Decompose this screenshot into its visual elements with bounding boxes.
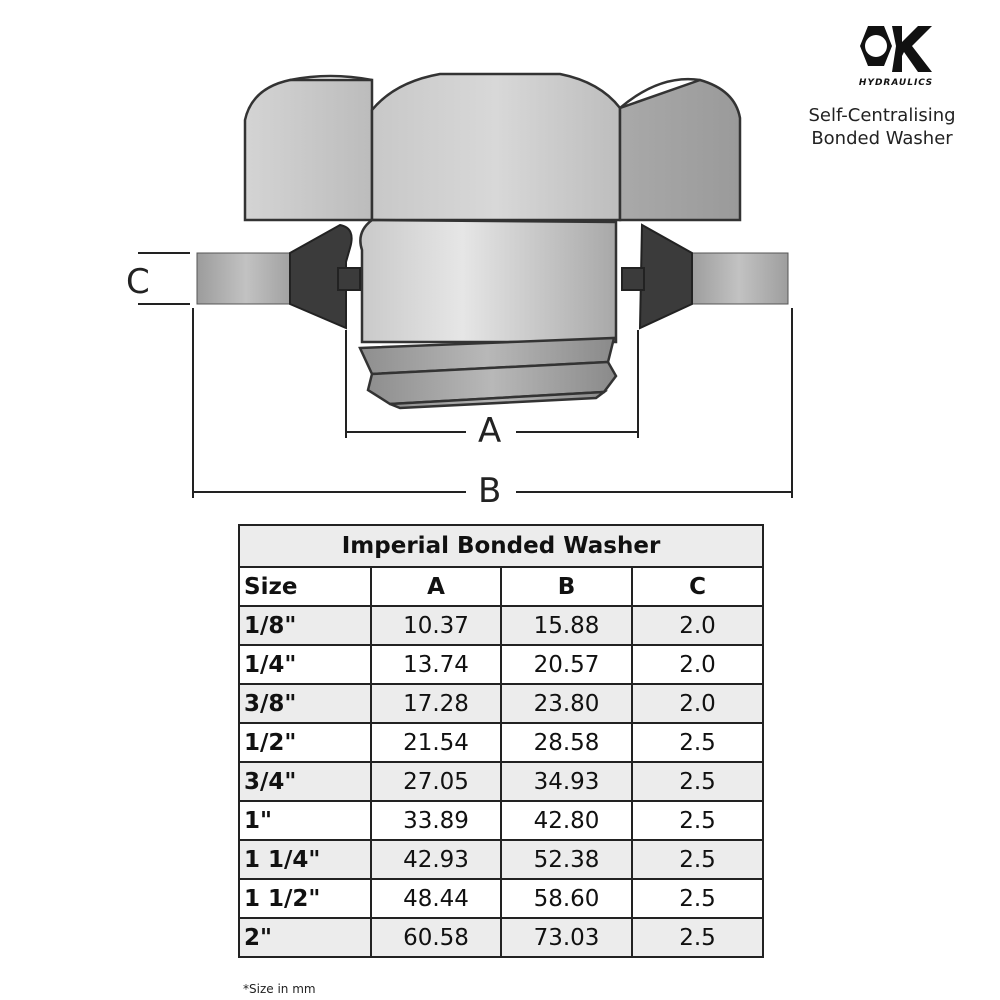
hex-face-right <box>618 78 742 222</box>
cell-b: 52.38 <box>500 839 633 880</box>
cell-size: 1/2" <box>238 722 372 763</box>
bonded-washer-diagram: C A B <box>126 72 793 511</box>
cell-size: 2" <box>238 917 372 958</box>
bolt-thread <box>358 336 618 410</box>
size-unit-footnote: *Size in mm <box>243 982 316 996</box>
cell-b: 73.03 <box>500 917 633 958</box>
hex-face-middle <box>370 72 622 222</box>
dimension-label-b: B <box>478 471 501 511</box>
cell-c: 2.0 <box>630 605 765 646</box>
cell-size: 3/8" <box>238 683 372 724</box>
rubber-seal-left <box>289 223 361 330</box>
hex-head <box>243 72 742 222</box>
cell-size: 1/4" <box>238 644 372 685</box>
cell-size: 3/4" <box>238 761 372 802</box>
dimension-label-a: A <box>478 411 501 451</box>
hex-face-left <box>243 78 374 222</box>
cell-c: 2.5 <box>630 878 765 919</box>
product-caption: Self-Centralising Bonded Washer <box>790 104 974 150</box>
ok-hydraulics-logo-icon <box>860 26 932 72</box>
cell-size: 1" <box>238 800 372 841</box>
cell-b: 58.60 <box>500 878 633 919</box>
cell-c: 2.5 <box>630 761 765 802</box>
cell-size: 1 1/2" <box>238 878 372 919</box>
cell-c: 2.5 <box>630 722 765 763</box>
size-table: Imperial Bonded Washer Size A B C 1/8"10… <box>237 524 765 958</box>
header-b: B <box>500 566 633 607</box>
cell-a: 48.44 <box>370 878 502 919</box>
caption-line-1: Self-Centralising <box>808 105 956 126</box>
cell-c: 2.5 <box>630 839 765 880</box>
bolt-shank <box>359 218 618 344</box>
cell-b: 15.88 <box>500 605 633 646</box>
header-a: A <box>370 566 502 607</box>
cell-a: 21.54 <box>370 722 502 763</box>
dimension-lines <box>138 252 793 498</box>
cell-size: 1 1/4" <box>238 839 372 880</box>
cell-a: 60.58 <box>370 917 502 958</box>
washer-ring-left <box>196 252 296 305</box>
header-size: Size <box>238 566 372 607</box>
cell-a: 27.05 <box>370 761 502 802</box>
washer-ring-right <box>689 252 789 305</box>
cell-b: 28.58 <box>500 722 633 763</box>
rubber-seal-right <box>621 223 693 330</box>
table-header-row: Size A B C <box>238 566 765 607</box>
cell-c: 2.0 <box>630 683 765 724</box>
cell-a: 13.74 <box>370 644 502 685</box>
logo-subtitle: HYDRAULICS <box>858 78 934 88</box>
brand-logo: HYDRAULICS <box>848 22 944 94</box>
cell-a: 33.89 <box>370 800 502 841</box>
cell-c: 2.5 <box>630 800 765 841</box>
cell-b: 42.80 <box>500 800 633 841</box>
cell-a: 17.28 <box>370 683 502 724</box>
cell-a: 42.93 <box>370 839 502 880</box>
caption-line-2: Bonded Washer <box>811 128 953 149</box>
cell-b: 34.93 <box>500 761 633 802</box>
cell-a: 10.37 <box>370 605 502 646</box>
header-c: C <box>630 566 765 607</box>
cell-size: 1/8" <box>238 605 372 646</box>
cell-b: 20.57 <box>500 644 633 685</box>
cell-c: 2.0 <box>630 644 765 685</box>
dimension-label-c: C <box>126 262 150 302</box>
table-title: Imperial Bonded Washer <box>237 524 765 568</box>
cell-c: 2.5 <box>630 917 765 958</box>
cell-b: 23.80 <box>500 683 633 724</box>
